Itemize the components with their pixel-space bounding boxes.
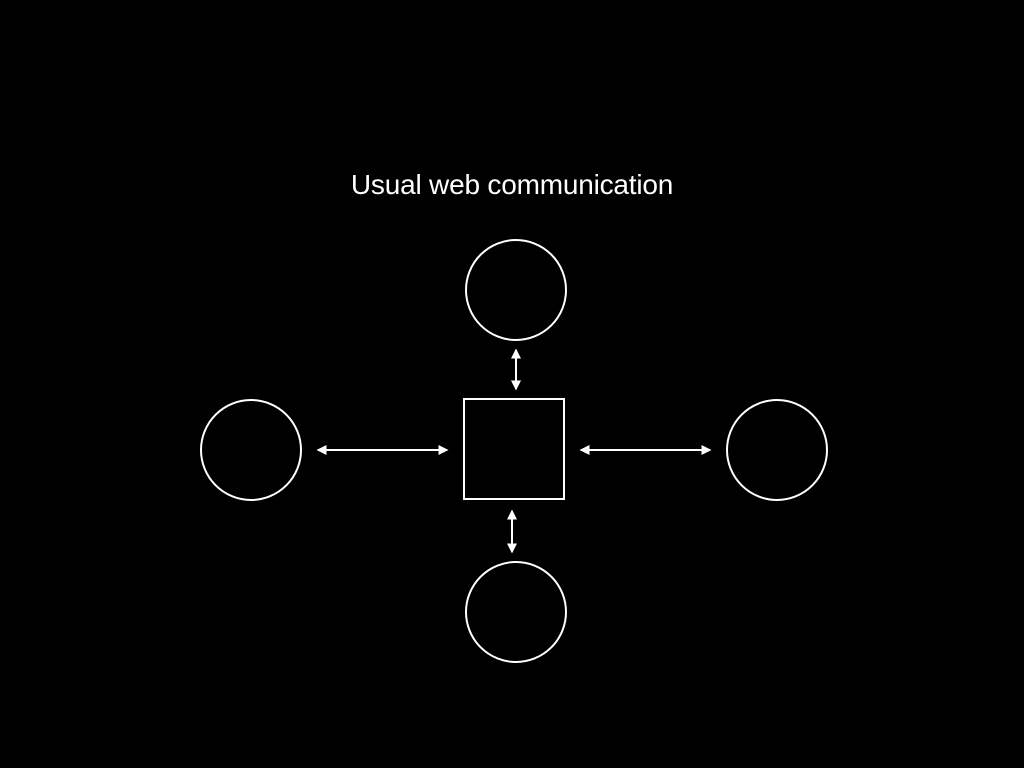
server-node xyxy=(463,398,565,500)
slide-title: Usual web communication xyxy=(350,169,674,200)
client-node-left xyxy=(200,399,302,501)
client-node-bottom xyxy=(465,561,567,663)
client-node-top xyxy=(465,239,567,341)
client-node-right xyxy=(726,399,828,501)
